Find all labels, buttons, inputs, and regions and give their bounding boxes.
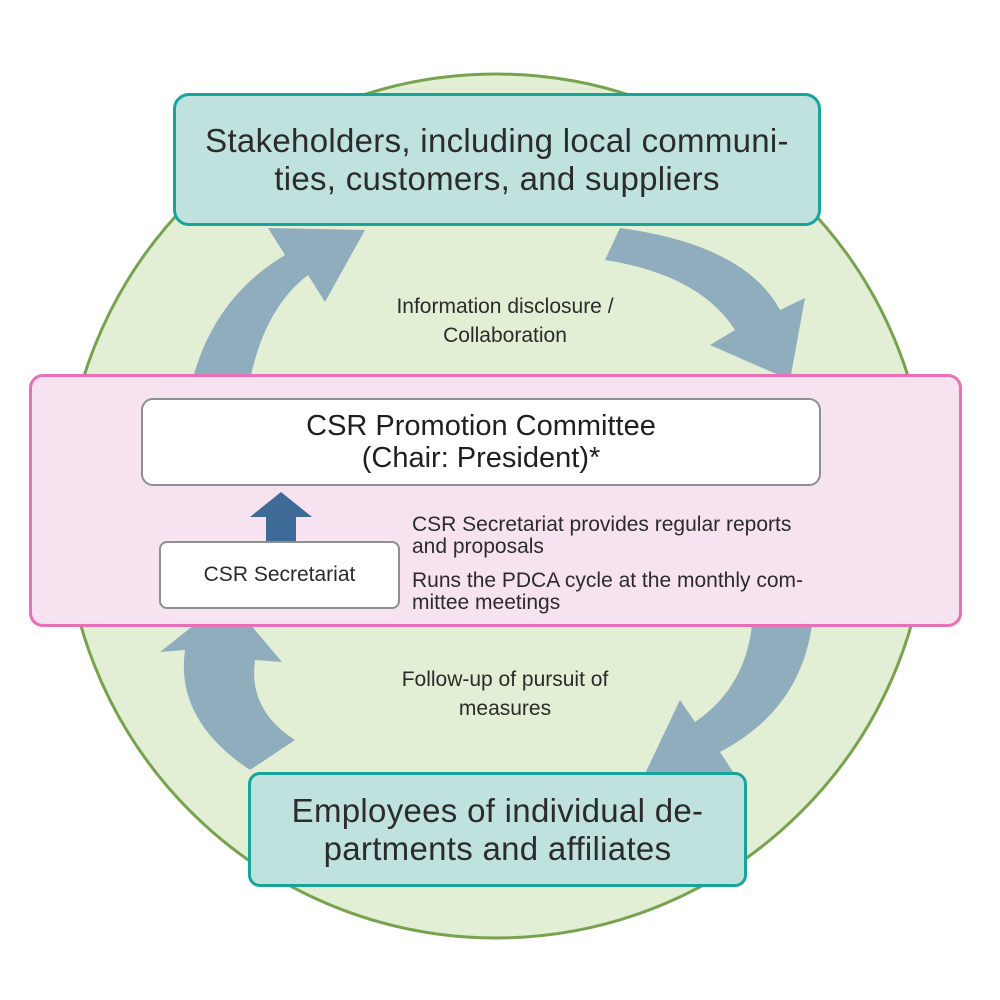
pdca-note: Runs the PDCA cycle at the monthly com- … <box>412 570 952 614</box>
secretariat-box: CSR Secretariat <box>159 541 400 609</box>
secretariat-reports-note: CSR Secretariat provides regular reports… <box>412 514 952 558</box>
cycle-arrow-bottom-right <box>642 625 812 780</box>
bottom-arrow-label: Follow-up of pursuit of measures <box>330 665 680 723</box>
committee-box: CSR Promotion Committee (Chair: Presiden… <box>141 398 821 486</box>
cycle-arrow-top-right <box>605 228 805 380</box>
bottom-arrow-label-line-2: measures <box>458 697 552 720</box>
committee-title: CSR Promotion Committee <box>306 410 656 442</box>
reports-note-line-2: and proposals <box>412 535 544 558</box>
bottom-arrow-label-line-1: Follow-up of pursuit of <box>401 668 609 691</box>
cycle-arrow-bottom-left <box>160 598 295 770</box>
pdca-note-line-2: mittee meetings <box>412 591 561 614</box>
employees-box: Employees of individual de- partments an… <box>248 772 747 887</box>
top-arrow-label: Information disclosure / Collaboration <box>330 292 680 350</box>
employees-line-1: Employees of individual de- <box>291 791 704 829</box>
reports-note-line-1: CSR Secretariat provides regular reports <box>412 513 792 536</box>
secretariat-label: CSR Secretariat <box>203 563 356 586</box>
committee-chair: (Chair: President)* <box>361 442 601 474</box>
top-arrow-label-line-2: Collaboration <box>443 324 567 347</box>
stakeholders-line-2: ties, customers, and suppliers <box>274 159 720 197</box>
stakeholders-box: Stakeholders, including local communi- t… <box>173 93 821 226</box>
stakeholders-line-1: Stakeholders, including local communi- <box>205 121 789 159</box>
up-arrow-icon <box>250 492 312 542</box>
cycle-arrow-top-left <box>190 228 365 390</box>
employees-line-2: partments and affiliates <box>323 829 672 867</box>
pdca-note-line-1: Runs the PDCA cycle at the monthly com- <box>412 569 803 592</box>
top-arrow-label-line-1: Information disclosure / <box>396 295 614 318</box>
